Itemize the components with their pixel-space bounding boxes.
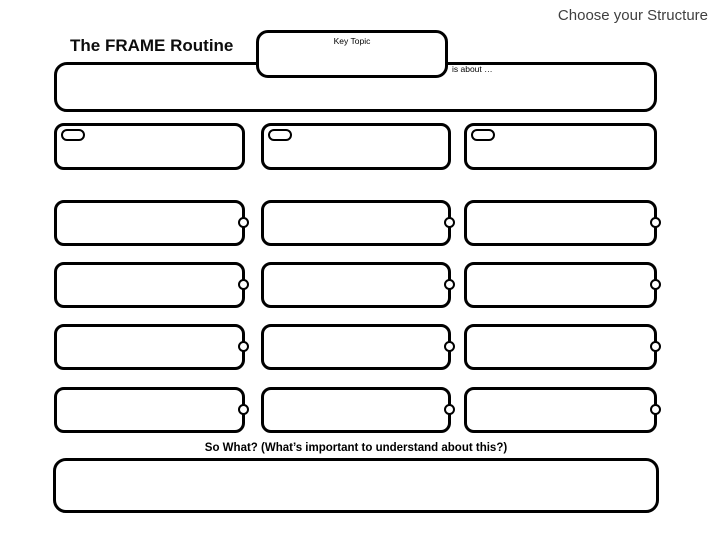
detail-box[interactable] xyxy=(464,200,661,246)
main-idea-value[interactable] xyxy=(268,140,444,165)
main-idea-box-2[interactable] xyxy=(261,123,451,170)
oval-marker-icon xyxy=(61,129,85,141)
detail-value[interactable] xyxy=(471,205,650,241)
key-topic-box[interactable]: Key Topic xyxy=(256,30,448,78)
connector-circle-icon xyxy=(650,279,661,290)
detail-value[interactable] xyxy=(61,392,238,428)
detail-box[interactable] xyxy=(54,324,249,370)
page-title: The FRAME Routine xyxy=(70,36,234,55)
detail-value[interactable] xyxy=(471,329,650,365)
connector-circle-icon xyxy=(650,217,661,228)
detail-box[interactable] xyxy=(54,200,249,246)
connector-circle-icon xyxy=(238,404,249,415)
so-what-box[interactable] xyxy=(53,458,659,513)
detail-box[interactable] xyxy=(261,262,455,308)
connector-circle-icon xyxy=(444,279,455,290)
detail-box[interactable] xyxy=(54,262,249,308)
detail-value[interactable] xyxy=(268,205,444,241)
connector-circle-icon xyxy=(444,341,455,352)
oval-marker-icon xyxy=(268,129,292,141)
choose-structure-note: Choose your Structure xyxy=(557,7,708,24)
detail-box[interactable] xyxy=(464,387,661,433)
detail-value[interactable] xyxy=(61,329,238,365)
detail-box[interactable] xyxy=(261,200,455,246)
connector-circle-icon xyxy=(444,217,455,228)
detail-box[interactable] xyxy=(261,387,455,433)
main-idea-box-3[interactable] xyxy=(464,123,657,170)
detail-box[interactable] xyxy=(261,324,455,370)
so-what-value[interactable] xyxy=(60,463,652,508)
connector-circle-icon xyxy=(650,404,661,415)
detail-value[interactable] xyxy=(471,392,650,428)
detail-value[interactable] xyxy=(268,392,444,428)
detail-box[interactable] xyxy=(54,387,249,433)
so-what-label: So What? (What’s important to understand… xyxy=(204,442,508,454)
connector-circle-icon xyxy=(238,279,249,290)
detail-value[interactable] xyxy=(268,267,444,303)
connector-circle-icon xyxy=(650,341,661,352)
connector-circle-icon xyxy=(444,404,455,415)
detail-box[interactable] xyxy=(464,262,661,308)
main-idea-value[interactable] xyxy=(61,140,238,165)
key-topic-label: Key Topic xyxy=(333,36,371,46)
connector-circle-icon xyxy=(238,217,249,228)
main-idea-box-1[interactable] xyxy=(54,123,245,170)
detail-box[interactable] xyxy=(464,324,661,370)
detail-value[interactable] xyxy=(61,205,238,241)
detail-value[interactable] xyxy=(268,329,444,365)
oval-marker-icon xyxy=(471,129,495,141)
key-topic-value[interactable] xyxy=(263,47,441,73)
detail-value[interactable] xyxy=(471,267,650,303)
is-about-label: is about … xyxy=(452,64,493,74)
detail-value[interactable] xyxy=(61,267,238,303)
connector-circle-icon xyxy=(238,341,249,352)
main-idea-value[interactable] xyxy=(471,140,650,165)
